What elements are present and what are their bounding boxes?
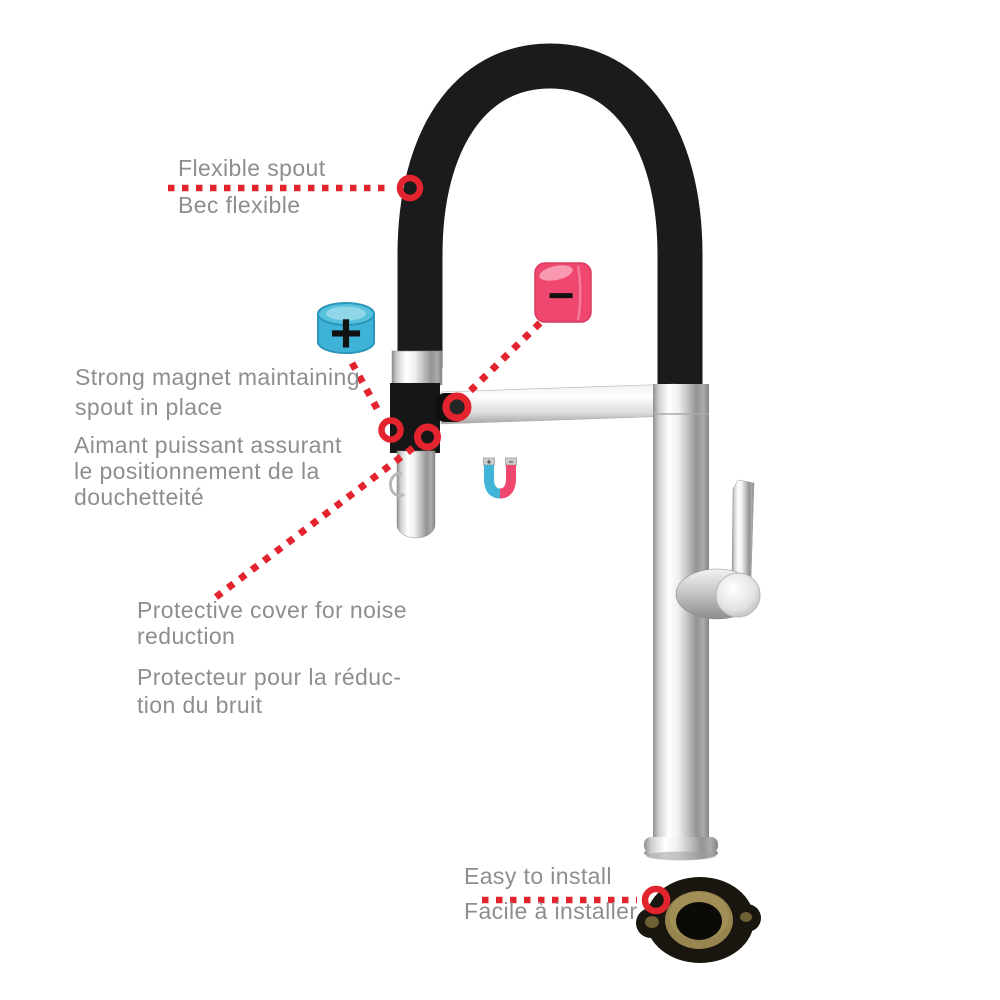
label-strong-magnet-en-line2: spout in place — [75, 394, 223, 420]
label-protective-cover-en-line1: Protective cover for noise — [137, 597, 407, 623]
label-strong-magnet-fr-line2: le positionnement de la — [74, 458, 320, 484]
mounting-gasket — [636, 877, 761, 963]
spray-head-collar — [391, 350, 443, 386]
label-strong-magnet-en-line1: Strong magnet maintaining — [75, 364, 360, 390]
leader-line-protective-cover — [213, 445, 416, 600]
label-flexible-spout-en: Flexible spout — [178, 155, 326, 181]
flexible-hose — [397, 43, 703, 396]
wand-clip — [388, 472, 405, 498]
horseshoe-minus-glyph: − — [509, 458, 514, 467]
label-protective-cover-fr-line2: tion du bruit — [137, 692, 263, 718]
handle-lever — [731, 479, 755, 581]
plus-glyph: + — [330, 301, 363, 364]
faucet-body — [644, 384, 718, 861]
callout-circle-hose — [396, 174, 424, 202]
horseshoe-magnet-icon: + − — [483, 458, 517, 499]
leader-lines — [168, 184, 637, 904]
minus-glyph: − — [548, 269, 575, 321]
label-protective-cover-en-line2: reduction — [137, 623, 236, 649]
callout-circles — [378, 174, 671, 915]
leader-line-plus-magnet — [348, 361, 384, 416]
label-strong-magnet-fr-line1: Aimant puissant assurant — [74, 432, 342, 458]
leader-line-minus-magnet — [464, 320, 543, 397]
label-protective-cover-fr-line1: Protecteur pour la réduc- — [137, 664, 402, 690]
label-strong-magnet-fr-line3: douchetteité — [74, 484, 205, 510]
spray-wand — [396, 450, 436, 539]
callout-circle-magnet-mid — [414, 423, 441, 451]
minus-magnet-icon: − — [534, 262, 592, 323]
label-flexible-spout-fr: Bec flexible — [178, 192, 301, 218]
plus-magnet-icon: + — [317, 301, 375, 364]
faucet-handle — [675, 479, 761, 620]
callout-circle-dock — [442, 392, 472, 422]
label-easy-install-en: Easy to install — [464, 863, 612, 889]
label-easy-install-fr: Facile à installer — [464, 898, 638, 924]
callout-circle-gasket — [641, 885, 671, 915]
callout-circle-magnet-left — [378, 417, 404, 443]
horseshoe-plus-glyph: + — [487, 458, 492, 467]
